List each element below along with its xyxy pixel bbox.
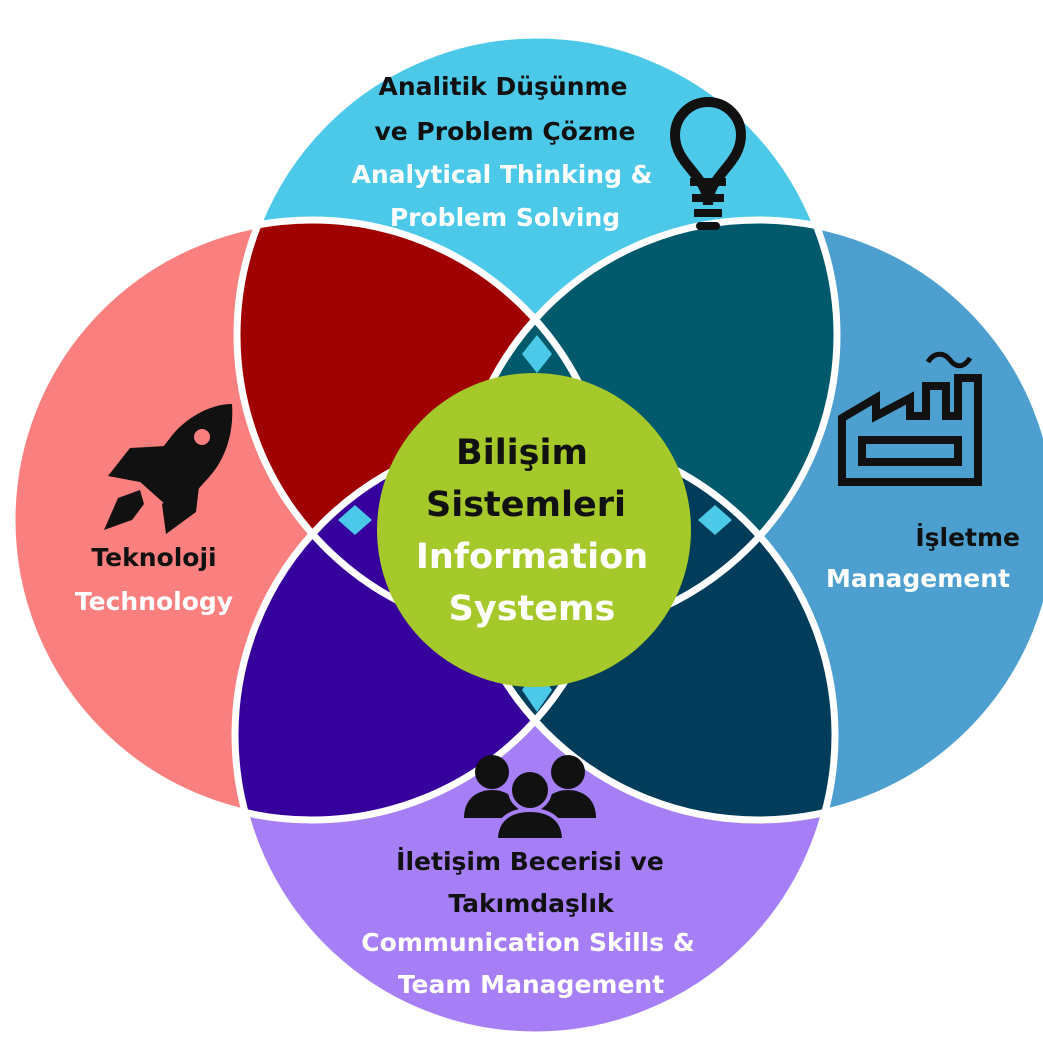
bottom-tr-line-1: İletişim Becerisi ve bbox=[396, 846, 664, 876]
top-tr-line-1: Analitik Düşünme bbox=[378, 72, 627, 101]
left-en-line-1: Technology bbox=[75, 587, 233, 616]
center-line-1: Bilişim bbox=[456, 433, 588, 473]
top-en-line-2: Problem Solving bbox=[390, 203, 620, 232]
overlap-top-left bbox=[237, 220, 612, 635]
center-circle bbox=[377, 373, 691, 687]
center-line-4: Systems bbox=[449, 589, 616, 629]
bottom-en-line-2: Team Management bbox=[398, 970, 664, 999]
factory-icon bbox=[838, 351, 982, 486]
bottom-en-line-1: Communication Skills & bbox=[361, 928, 694, 957]
bottom-tr-line-2: Takımdaşlık bbox=[448, 889, 615, 918]
center-line-3: Information bbox=[416, 537, 648, 577]
overlap-top-right bbox=[458, 220, 837, 635]
left-tr-line-1: Teknoloji bbox=[91, 543, 216, 572]
rocket-icon bbox=[104, 404, 233, 534]
top-tr-line-2: ve Problem Çözme bbox=[374, 117, 635, 146]
center-line-2: Sistemleri bbox=[426, 485, 626, 525]
right-en-line-1: Management bbox=[826, 564, 1010, 593]
top-en-line-1: Analytical Thinking & bbox=[352, 160, 653, 189]
team-icon bbox=[464, 755, 596, 842]
right-tr-line-1: İşletme bbox=[915, 522, 1020, 552]
lightbulb-icon bbox=[669, 97, 747, 230]
